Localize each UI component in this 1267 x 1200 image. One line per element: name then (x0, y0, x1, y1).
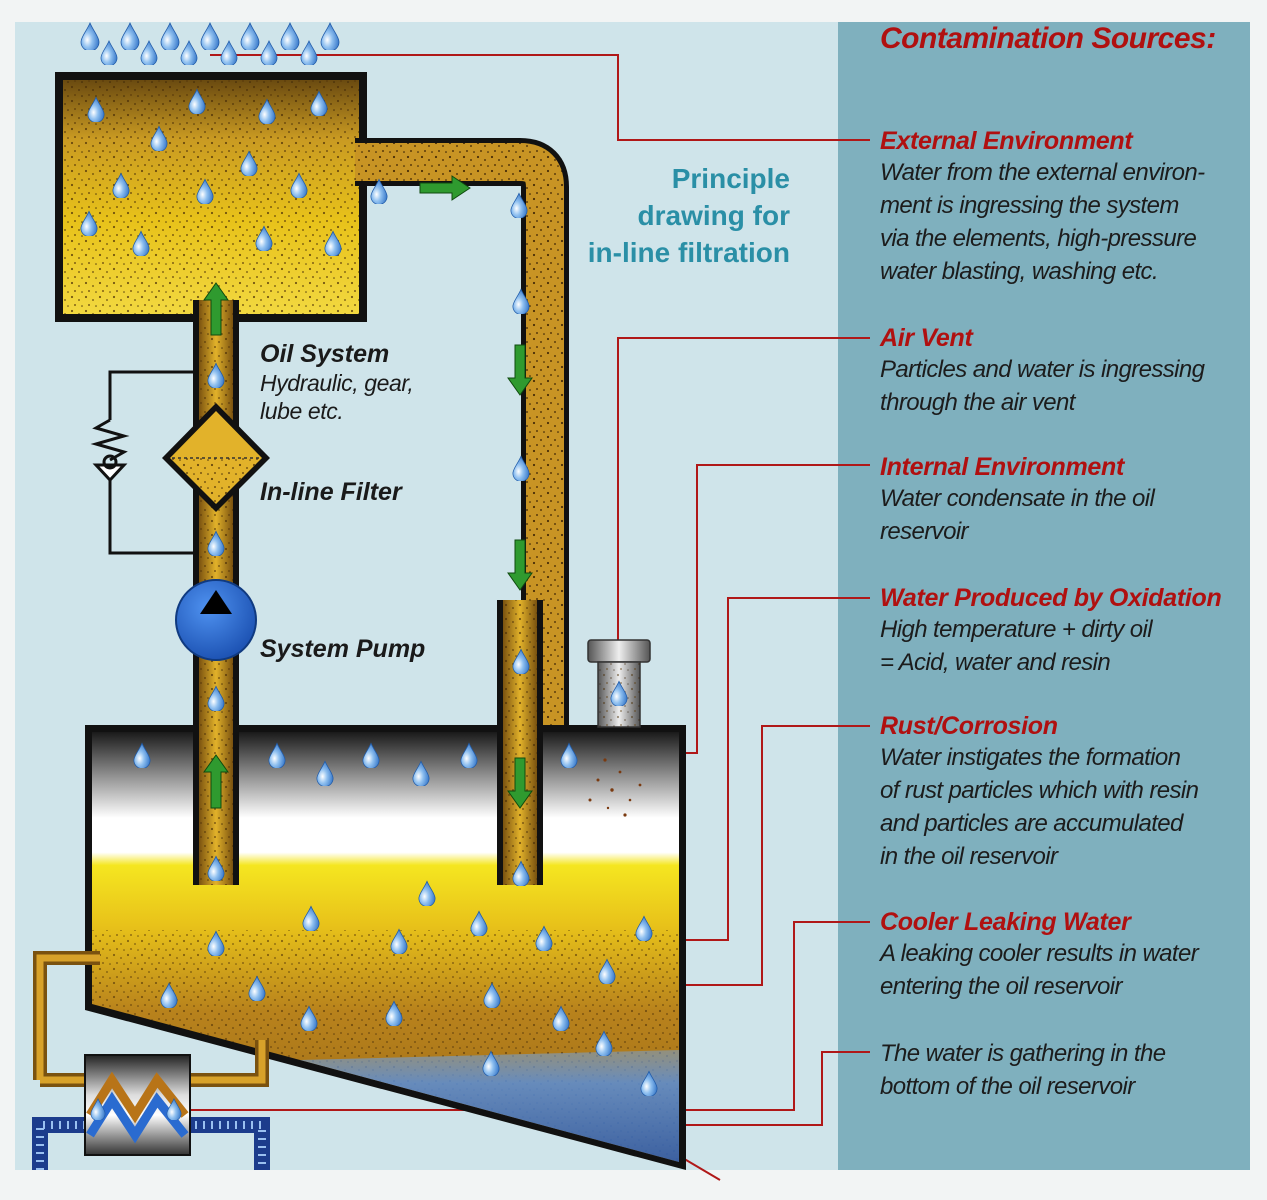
source-line: through the air vent (880, 389, 1075, 416)
principle-caption: Principle drawing for in-line filtration (560, 160, 790, 271)
oil-system-desc: lube etc. (260, 398, 344, 424)
panel-title: Contamination Sources: (880, 22, 1216, 55)
source-internal-environment: Internal Environment Water condensate in… (880, 452, 1250, 548)
source-heading: Internal Environment (880, 453, 1125, 481)
source-rust-corrosion: Rust/Corrosion Water instigates the form… (880, 711, 1250, 873)
oil-system-label: Oil System Hydraulic, gear, lube etc. (260, 340, 414, 425)
source-line: reservoir (880, 518, 969, 545)
source-water-oxidation: Water Produced by Oxidation High tempera… (880, 583, 1250, 679)
principle-line: Principle (671, 163, 790, 194)
source-line: ment is ingressing the system (880, 192, 1179, 219)
source-heading: Water Produced by Oxidation (880, 584, 1222, 612)
source-line: water blasting, washing etc. (880, 258, 1159, 285)
source-line: of rust particles which with resin (880, 777, 1199, 804)
oil-system-title: Oil System (260, 340, 390, 368)
principle-line: in-line filtration (587, 237, 790, 268)
source-line: Water condensate in the oil (880, 485, 1155, 512)
source-line: = Acid, water and resin (880, 649, 1111, 676)
vent-particles (588, 758, 642, 817)
source-heading: External Environment (880, 127, 1133, 155)
source-line: High temperature + dirty oil (880, 616, 1153, 643)
right-panel (838, 22, 1250, 1170)
source-water-gathering: The water is gathering in the bottom of … (880, 1037, 1250, 1103)
source-line: via the elements, high-pressure (880, 225, 1197, 252)
source-line: Particles and water is ingressing (880, 356, 1205, 383)
source-external-environment: External Environment Water from the exte… (880, 126, 1250, 288)
principle-line: drawing for (637, 200, 790, 231)
source-line: and particles are accumulated (880, 810, 1183, 837)
source-line: A leaking cooler results in water (880, 940, 1199, 967)
source-line: Water instigates the formation (880, 744, 1181, 771)
system-pump (175, 579, 257, 661)
source-line: in the oil reservoir (880, 843, 1058, 870)
source-heading: Rust/Corrosion (880, 712, 1058, 740)
inline-filter (162, 403, 270, 512)
system-pump-label: System Pump (260, 635, 426, 663)
source-heading: Air Vent (880, 324, 973, 352)
source-line: Water from the external environ- (880, 159, 1205, 186)
source-heading: Cooler Leaking Water (880, 908, 1131, 936)
source-cooler-leaking: Cooler Leaking Water A leaking cooler re… (880, 907, 1250, 1003)
water-layer (92, 1004, 679, 1162)
bypass-valve (90, 370, 195, 555)
inline-filter-label: In-line Filter (260, 478, 402, 506)
oil-system-desc: Hydraulic, gear, (260, 370, 414, 396)
source-line: bottom of the oil reservoir (880, 1073, 1135, 1100)
return-pipe (355, 138, 569, 880)
source-line: entering the oil reservoir (880, 973, 1122, 1000)
source-air-vent: Air Vent Particles and water is ingressi… (880, 323, 1250, 419)
source-line: The water is gathering in the (880, 1040, 1166, 1067)
flow-arrows (203, 175, 533, 809)
